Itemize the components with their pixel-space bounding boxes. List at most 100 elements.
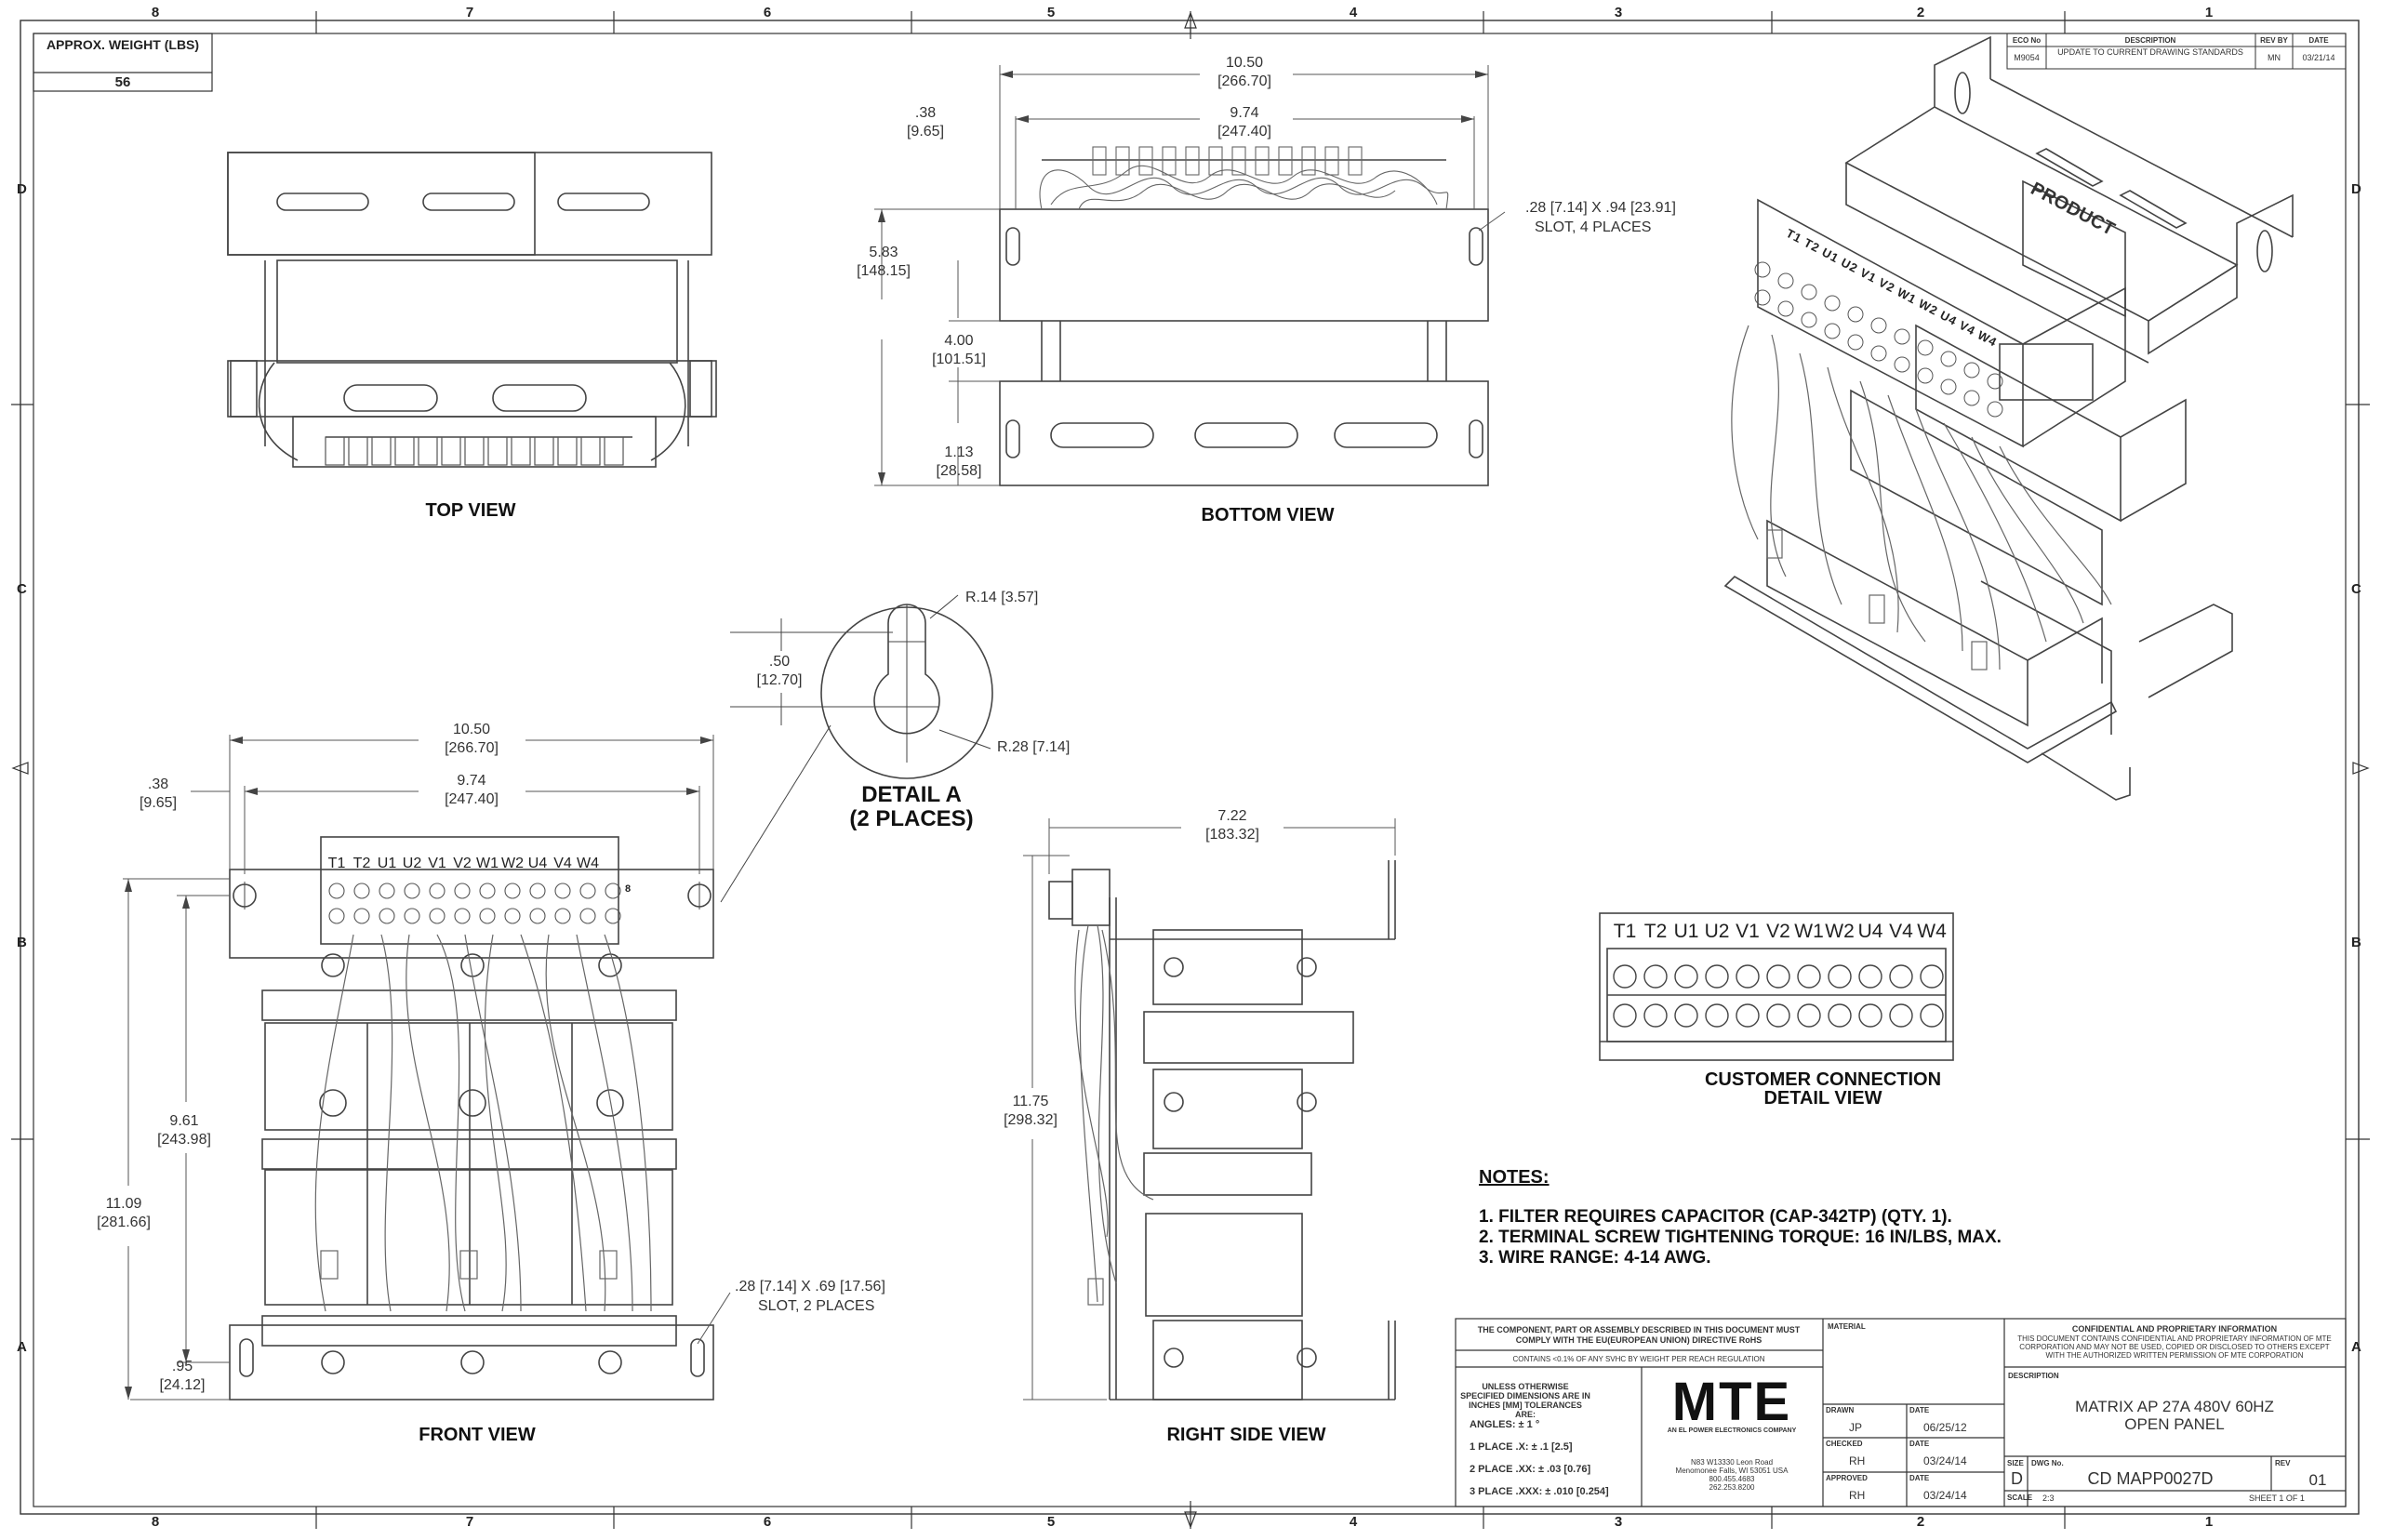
weight-box <box>33 33 213 92</box>
tb-checked-by: RH <box>1849 1454 1866 1467</box>
rev-eco: M9054 <box>2014 53 2040 62</box>
zone-col-2-bottom: 2 <box>1916 1514 1925 1530</box>
zone-col-2-top: 2 <box>1916 5 1925 20</box>
detail-a <box>720 594 993 903</box>
front-terminal-u1: U1 <box>377 856 397 871</box>
tb-date-label-checked: DATE <box>1909 1440 1930 1448</box>
right-side-dimensions <box>1023 818 1396 1401</box>
detail-a-sublabel: (2 PLACES) <box>849 806 974 831</box>
zone-col-1-bottom: 1 <box>2204 1514 2214 1530</box>
tb-rohs: THE COMPONENT, PART OR ASSEMBLY DESCRIBE… <box>1477 1325 1801 1345</box>
top-view-terminals <box>325 436 624 466</box>
tb-address: N83 W13330 Leon Road Menomonee Falls, WI… <box>1675 1458 1789 1492</box>
right-side-view <box>1048 860 1396 1401</box>
zone-col-7-bottom: 7 <box>465 1514 474 1530</box>
tb-description-line-2: OPEN PANEL <box>2124 1415 2225 1433</box>
dim-front-holes: 9.74[247.40] <box>445 773 499 807</box>
tb-angles: ANGLES: ± 1 ° <box>1470 1419 1540 1430</box>
dim-front-base: .95[24.12] <box>159 1359 206 1393</box>
front-view-label: FRONT VIEW <box>419 1425 536 1445</box>
tb-approved-label: APPROVED <box>1826 1474 1868 1482</box>
tb-scale: 2:3 <box>2042 1494 2055 1503</box>
tb-drawn-date: 06/25/12 <box>1923 1421 1967 1434</box>
title-block <box>1455 1318 2347 1507</box>
dim-detail-radius-bottom: R.28 [7.14] <box>997 739 1071 755</box>
zone-col-8-top: 8 <box>151 5 160 20</box>
dim-bottom-inner: 4.00[101.51] <box>932 333 986 367</box>
inner-border <box>33 33 2347 1507</box>
note-2: 2. TERMINAL SCREW TIGHTENING TORQUE: 16 … <box>1479 1228 2002 1247</box>
customer-connection-screws <box>1613 964 1944 1028</box>
customer-connection-label: CUSTOMER CONNECTION <box>1704 1069 1942 1090</box>
zone-row-d-right: D <box>2351 181 2361 197</box>
mte-logo-sub: AN EL POWER ELECTRONICS COMPANY <box>1667 1427 1797 1434</box>
conn-terminal-v1: V1 <box>1736 921 1760 942</box>
weight-value: 56 <box>114 74 131 90</box>
weight-header: APPROX. WEIGHT (LBS) <box>46 37 200 52</box>
notes-title: NOTES: <box>1479 1167 1550 1188</box>
dim-front-overall: 10.50[266.70] <box>445 722 499 756</box>
dim-front-offset: .38[9.65] <box>139 777 178 811</box>
front-terminal-v2: V2 <box>453 856 472 871</box>
rev-header-description: DESCRIPTION <box>2124 36 2176 45</box>
zone-row-b-left: B <box>17 935 27 950</box>
tb-approved-date: 03/24/14 <box>1923 1489 1967 1502</box>
tb-two-place: 2 PLACE .XX: ± .03 [0.76] <box>1470 1464 1591 1475</box>
zone-col-4-bottom: 4 <box>1349 1514 1358 1530</box>
rev-header-eco: ECO No <box>2012 36 2042 45</box>
conn-terminal-w4: W4 <box>1917 921 1947 942</box>
dim-front-slot: .28 [7.14] X .69 [17.56] <box>735 1279 885 1294</box>
dim-front-slot-sub: SLOT, 2 PLACES <box>758 1298 875 1314</box>
conn-terminal-u2: U2 <box>1704 921 1730 942</box>
zone-row-a-right: A <box>2351 1339 2361 1355</box>
tb-tolerance-header: UNLESS OTHERWISE SPECIFIED DIMENSIONS AR… <box>1460 1382 1590 1419</box>
conn-terminal-v4: V4 <box>1889 921 1913 942</box>
dim-bottom-slot-sub: SLOT, 4 PLACES <box>1535 219 1652 235</box>
tb-checked-label: CHECKED <box>1826 1440 1863 1448</box>
customer-connection-detail <box>1599 912 1954 1061</box>
bottom-view <box>999 159 1489 486</box>
zone-col-4-top: 4 <box>1349 5 1358 20</box>
front-view <box>229 836 714 1401</box>
front-terminal-u4: U4 <box>527 856 548 871</box>
dim-side-height: 11.75[298.32] <box>1004 1094 1057 1128</box>
detail-a-label: DETAIL A <box>861 782 962 807</box>
zone-row-c-right: C <box>2351 581 2361 597</box>
tb-sheet: SHEET 1 OF 1 <box>2249 1494 2305 1503</box>
zone-row-a-left: A <box>17 1339 27 1355</box>
tb-size: D <box>2011 1469 2023 1488</box>
revision-block <box>2006 33 2347 70</box>
isometric-wiring <box>1731 325 2112 670</box>
isometric-view <box>1723 35 2294 801</box>
tb-one-place: 1 PLACE .X: ± .1 [2.5] <box>1470 1441 1573 1453</box>
dim-detail-radius-top: R.14 [3.57] <box>965 590 1039 605</box>
top-view <box>227 152 717 468</box>
zone-col-5-top: 5 <box>1046 5 1056 20</box>
front-terminal-w4: W4 <box>577 856 599 871</box>
conn-terminal-w1: W1 <box>1794 921 1824 942</box>
tb-confidential-text: THIS DOCUMENT CONTAINS CONFIDENTIAL AND … <box>2017 1334 2332 1360</box>
outer-border <box>20 20 2360 1515</box>
mte-logo: MTE <box>1671 1372 1792 1432</box>
front-terminal-t2: T2 <box>352 856 371 871</box>
tb-size-label: SIZE <box>2007 1459 2024 1467</box>
tb-scale-label: SCALE <box>2007 1494 2033 1502</box>
dim-bottom-slot: .28 [7.14] X .94 [23.91] <box>1525 200 1676 216</box>
right-side-view-label: RIGHT SIDE VIEW <box>1166 1425 1326 1445</box>
tb-drawn-by: JP <box>1849 1421 1863 1434</box>
dim-bottom-edge: 1.13[28.58] <box>936 445 982 479</box>
note-1: 1. FILTER REQUIRES CAPACITOR (CAP-342TP)… <box>1479 1207 1952 1227</box>
tb-rev-label: REV <box>2275 1459 2291 1467</box>
dimension-arrows <box>125 71 1488 1400</box>
zone-col-5-bottom: 5 <box>1046 1514 1056 1530</box>
tb-date-label-drawn: DATE <box>1909 1406 1930 1414</box>
front-terminal-marker: 8 <box>625 883 632 895</box>
front-terminal-v1: V1 <box>428 856 446 871</box>
bottom-view-label: BOTTOM VIEW <box>1201 505 1335 525</box>
conn-terminal-w2: W2 <box>1825 921 1855 942</box>
rev-description: UPDATE TO CURRENT DRAWING STANDARDS <box>2057 47 2243 57</box>
zone-ticks <box>11 11 2370 1529</box>
front-terminal-u2: U2 <box>402 856 422 871</box>
tb-rev: 01 <box>2308 1471 2327 1489</box>
